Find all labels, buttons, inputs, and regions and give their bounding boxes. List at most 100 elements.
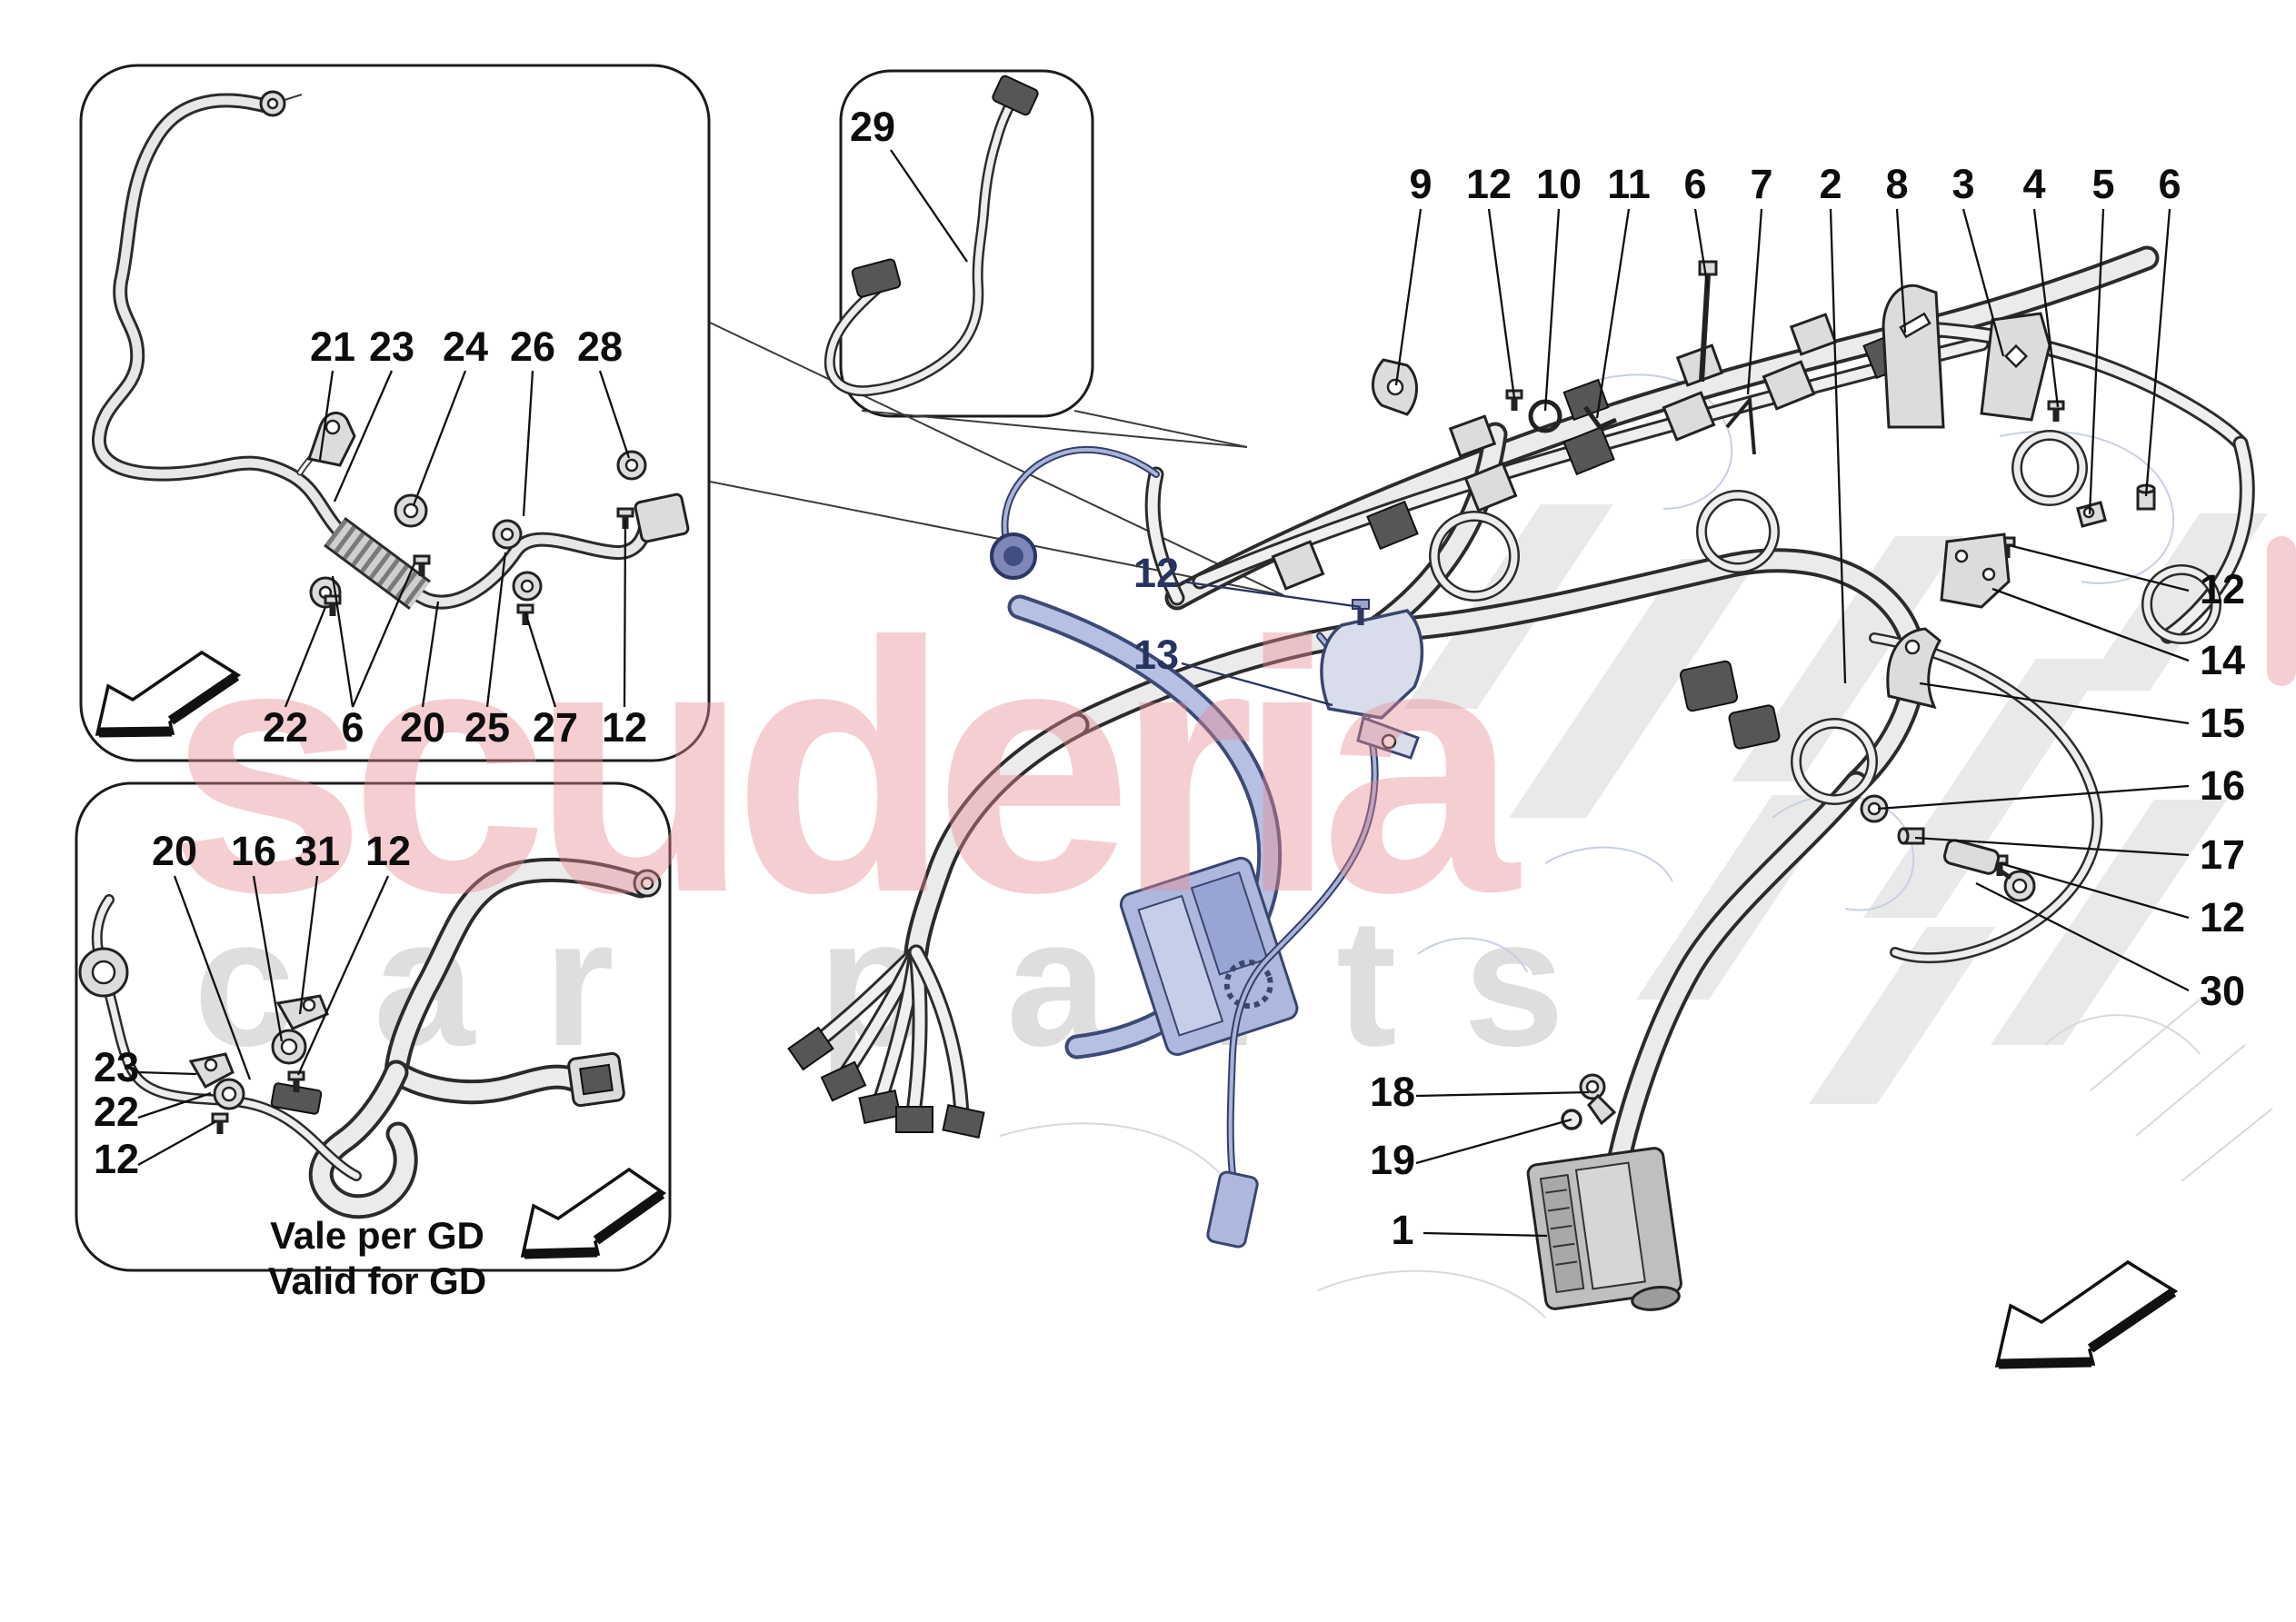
harness-right-drop	[2162, 438, 2252, 642]
leader-line	[1877, 784, 2190, 811]
bolt-17	[1897, 827, 1925, 845]
leader-line	[1181, 662, 1333, 707]
bracket-11	[1582, 405, 1618, 431]
callout-23: 23	[94, 1044, 139, 1090]
callout-19: 19	[1370, 1137, 1415, 1183]
callout-7: 7	[1750, 161, 1772, 207]
leader-line	[1895, 208, 1907, 333]
callout-31: 31	[294, 828, 340, 874]
bracket-15	[1886, 627, 1942, 710]
clamp-23-24	[394, 493, 428, 528]
inset-battery-cable-drawing	[92, 90, 690, 625]
sensor-connector-top	[992, 75, 1039, 116]
sensor-30	[1942, 839, 2036, 902]
callout-12: 12	[1133, 550, 1179, 596]
watermark-letter: t	[1336, 881, 1397, 1084]
rod-7	[1725, 394, 1756, 455]
leader-line	[1543, 208, 1561, 412]
leader-line	[2144, 208, 2171, 497]
clip-5	[2076, 501, 2107, 528]
injector-connectors	[1271, 329, 1915, 591]
leader-line	[331, 575, 354, 708]
highlighted-pen-connector	[1206, 1170, 1259, 1249]
ecu-connector-1	[1526, 1147, 1682, 1311]
bracket-14	[1940, 532, 2011, 609]
inset-box-gd-harness	[75, 781, 672, 1272]
callout-5: 5	[2091, 161, 2114, 207]
bracket-18	[1579, 1073, 1617, 1126]
leader-line	[137, 1119, 217, 1167]
leader-line	[412, 370, 467, 506]
leader-line	[1746, 208, 1763, 395]
callout-27: 27	[533, 704, 578, 751]
inset-box-sensor-cable	[839, 69, 1094, 418]
callout-30: 30	[2200, 968, 2245, 1014]
callout-14: 14	[2200, 637, 2245, 683]
leader-line	[296, 875, 390, 1076]
detail-wedge-lines	[709, 322, 1284, 596]
leader-line	[1992, 587, 2190, 662]
gd-left-cable	[105, 989, 360, 1179]
bracket-3	[1980, 312, 2051, 422]
leader-line	[1415, 1090, 1590, 1098]
clamp-22-gd	[213, 1078, 245, 1110]
leader-line	[890, 149, 968, 263]
leader-line	[298, 875, 319, 1015]
callout-12: 12	[1466, 161, 1512, 207]
watermark-fragment	[2267, 536, 2296, 686]
callout-26: 26	[510, 323, 555, 370]
callout-16: 16	[231, 828, 276, 874]
watermark-brand-text: scuderia	[168, 569, 1521, 967]
leader-line	[1394, 208, 1423, 386]
leader-line	[173, 875, 252, 1080]
leader-line	[1693, 208, 1710, 290]
gd-main-cable	[387, 861, 650, 1081]
pigtail-wire	[1003, 447, 1158, 545]
harness-lower-branch	[1607, 774, 1865, 1183]
watermark-overlay: scuderia	[168, 536, 2296, 967]
leader-line	[2088, 208, 2105, 515]
clamp-27	[512, 571, 543, 602]
callout-23: 23	[369, 323, 414, 370]
callout-22: 22	[94, 1089, 139, 1135]
direction-arrow-box2	[520, 1167, 667, 1259]
leader-line	[1423, 1231, 1548, 1238]
leader-line	[522, 370, 534, 517]
callout-20: 20	[400, 704, 445, 751]
callout-29: 29	[850, 104, 895, 150]
bracket-13	[1320, 609, 1424, 760]
leader-line	[1415, 1118, 1572, 1165]
main-harness-drawing	[787, 245, 2255, 1311]
inset-sensor-cable-drawing	[824, 75, 1039, 397]
leader-line	[598, 370, 631, 459]
inset-gd-harness-drawing	[78, 857, 662, 1219]
leader-line	[1999, 861, 2190, 920]
bolt-12-highlighted	[1352, 599, 1370, 625]
callout-25: 25	[464, 704, 510, 751]
leader-line	[1962, 208, 2005, 357]
leader-line	[1181, 580, 1362, 609]
callout-2: 2	[1819, 161, 1842, 207]
bracket-23-gd	[188, 1052, 235, 1090]
leader-line	[1914, 836, 2190, 857]
callout-4: 4	[2022, 161, 2045, 207]
callout-21: 21	[310, 323, 355, 370]
callout-12: 12	[94, 1136, 139, 1182]
callout-22: 22	[263, 704, 308, 751]
gd-cable-loop	[312, 1063, 414, 1216]
cable-end-connector	[634, 493, 690, 543]
leader-line	[318, 370, 334, 461]
leader-line	[1595, 208, 1631, 419]
callout-24: 24	[443, 323, 488, 370]
callout-3: 3	[1952, 161, 1974, 207]
leader-line	[2032, 208, 2060, 408]
leader-line	[1487, 208, 1516, 399]
inset-box-battery-cable	[79, 64, 711, 762]
leader-line	[1919, 682, 2190, 725]
leader-line	[137, 1070, 197, 1076]
callout-9: 9	[1409, 161, 1432, 207]
leader-line	[623, 519, 627, 708]
note-english: Valid for GD	[268, 1259, 486, 1302]
pigtail-wire	[1001, 445, 1160, 547]
